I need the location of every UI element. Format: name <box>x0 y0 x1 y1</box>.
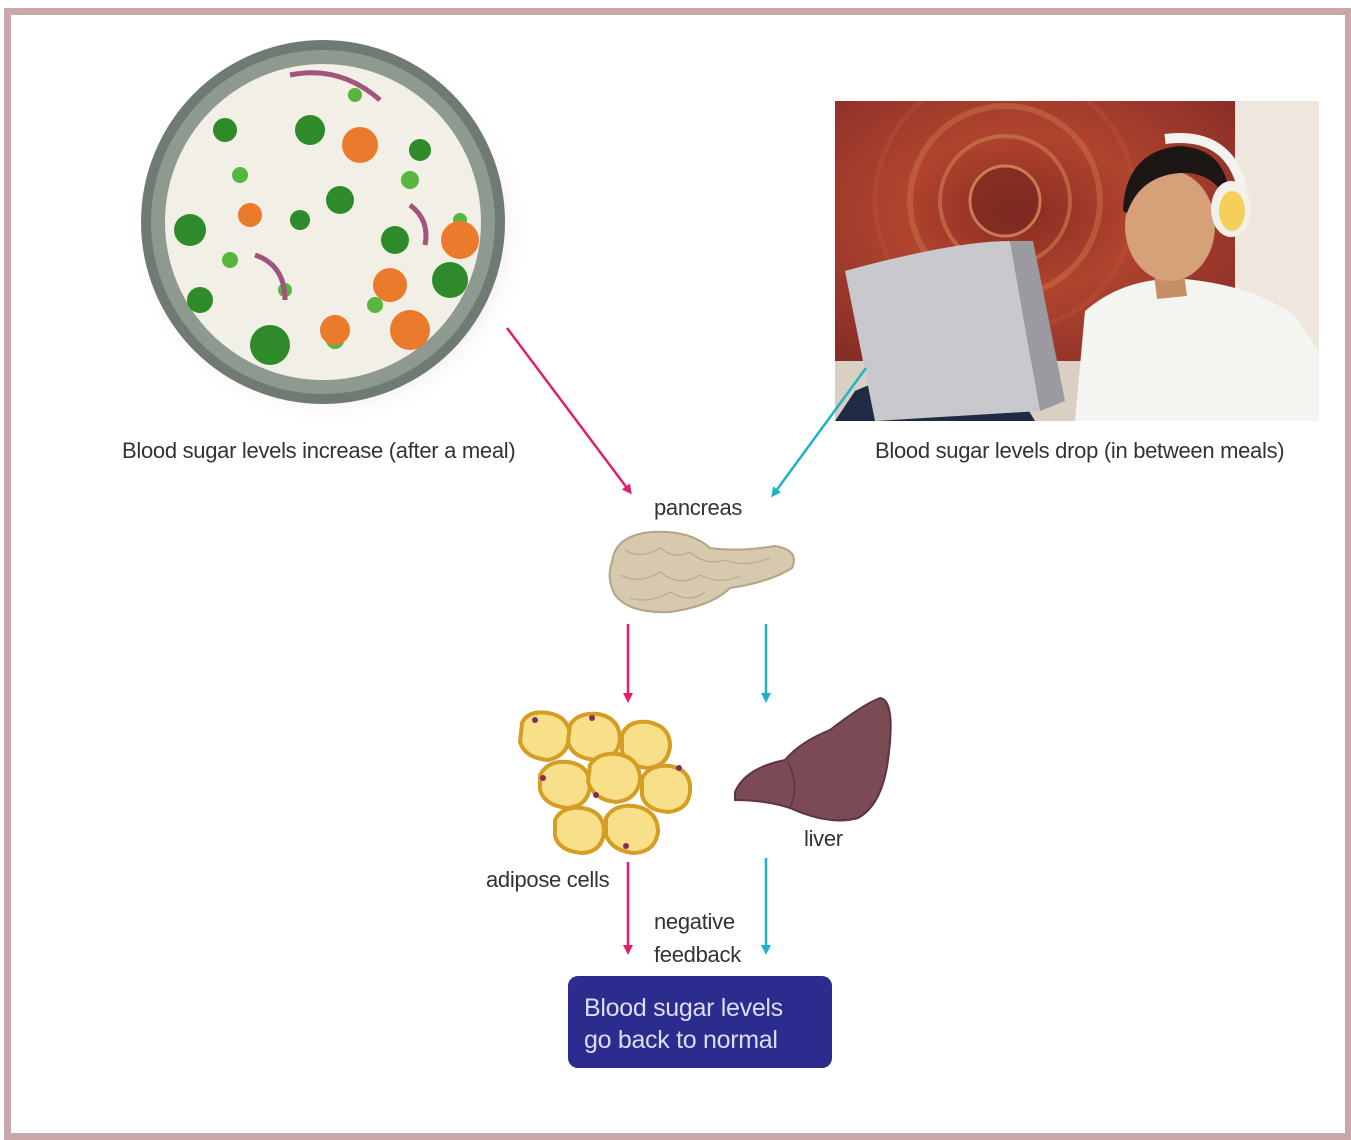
teen-laptop-photo <box>835 101 1319 421</box>
result-line-2: go back to normal <box>584 1026 778 1054</box>
between-meals-caption: Blood sugar levels drop (in between meal… <box>875 438 1285 463</box>
adipose-cells-label: adipose cells <box>486 867 610 892</box>
pancreas-icon <box>608 530 795 614</box>
feedback-line-2: feedback <box>654 942 741 967</box>
increase-arrow <box>506 327 632 495</box>
normal-levels-box: Blood sugar levels go back to normal <box>568 976 832 1068</box>
rice-bowl-image <box>130 37 530 427</box>
decrease-arrow <box>771 367 868 498</box>
liver-icon <box>734 696 892 822</box>
pancreas-label: pancreas <box>654 495 743 520</box>
feedback-line-1: negative <box>654 909 735 934</box>
result-line-1: Blood sugar levels <box>584 994 783 1022</box>
after-meal-caption: Blood sugar levels increase (after a mea… <box>122 438 516 463</box>
liver-label: liver <box>804 826 843 851</box>
adipose-cells-icon <box>517 710 693 856</box>
negative-feedback-label: negative feedback <box>654 905 741 971</box>
